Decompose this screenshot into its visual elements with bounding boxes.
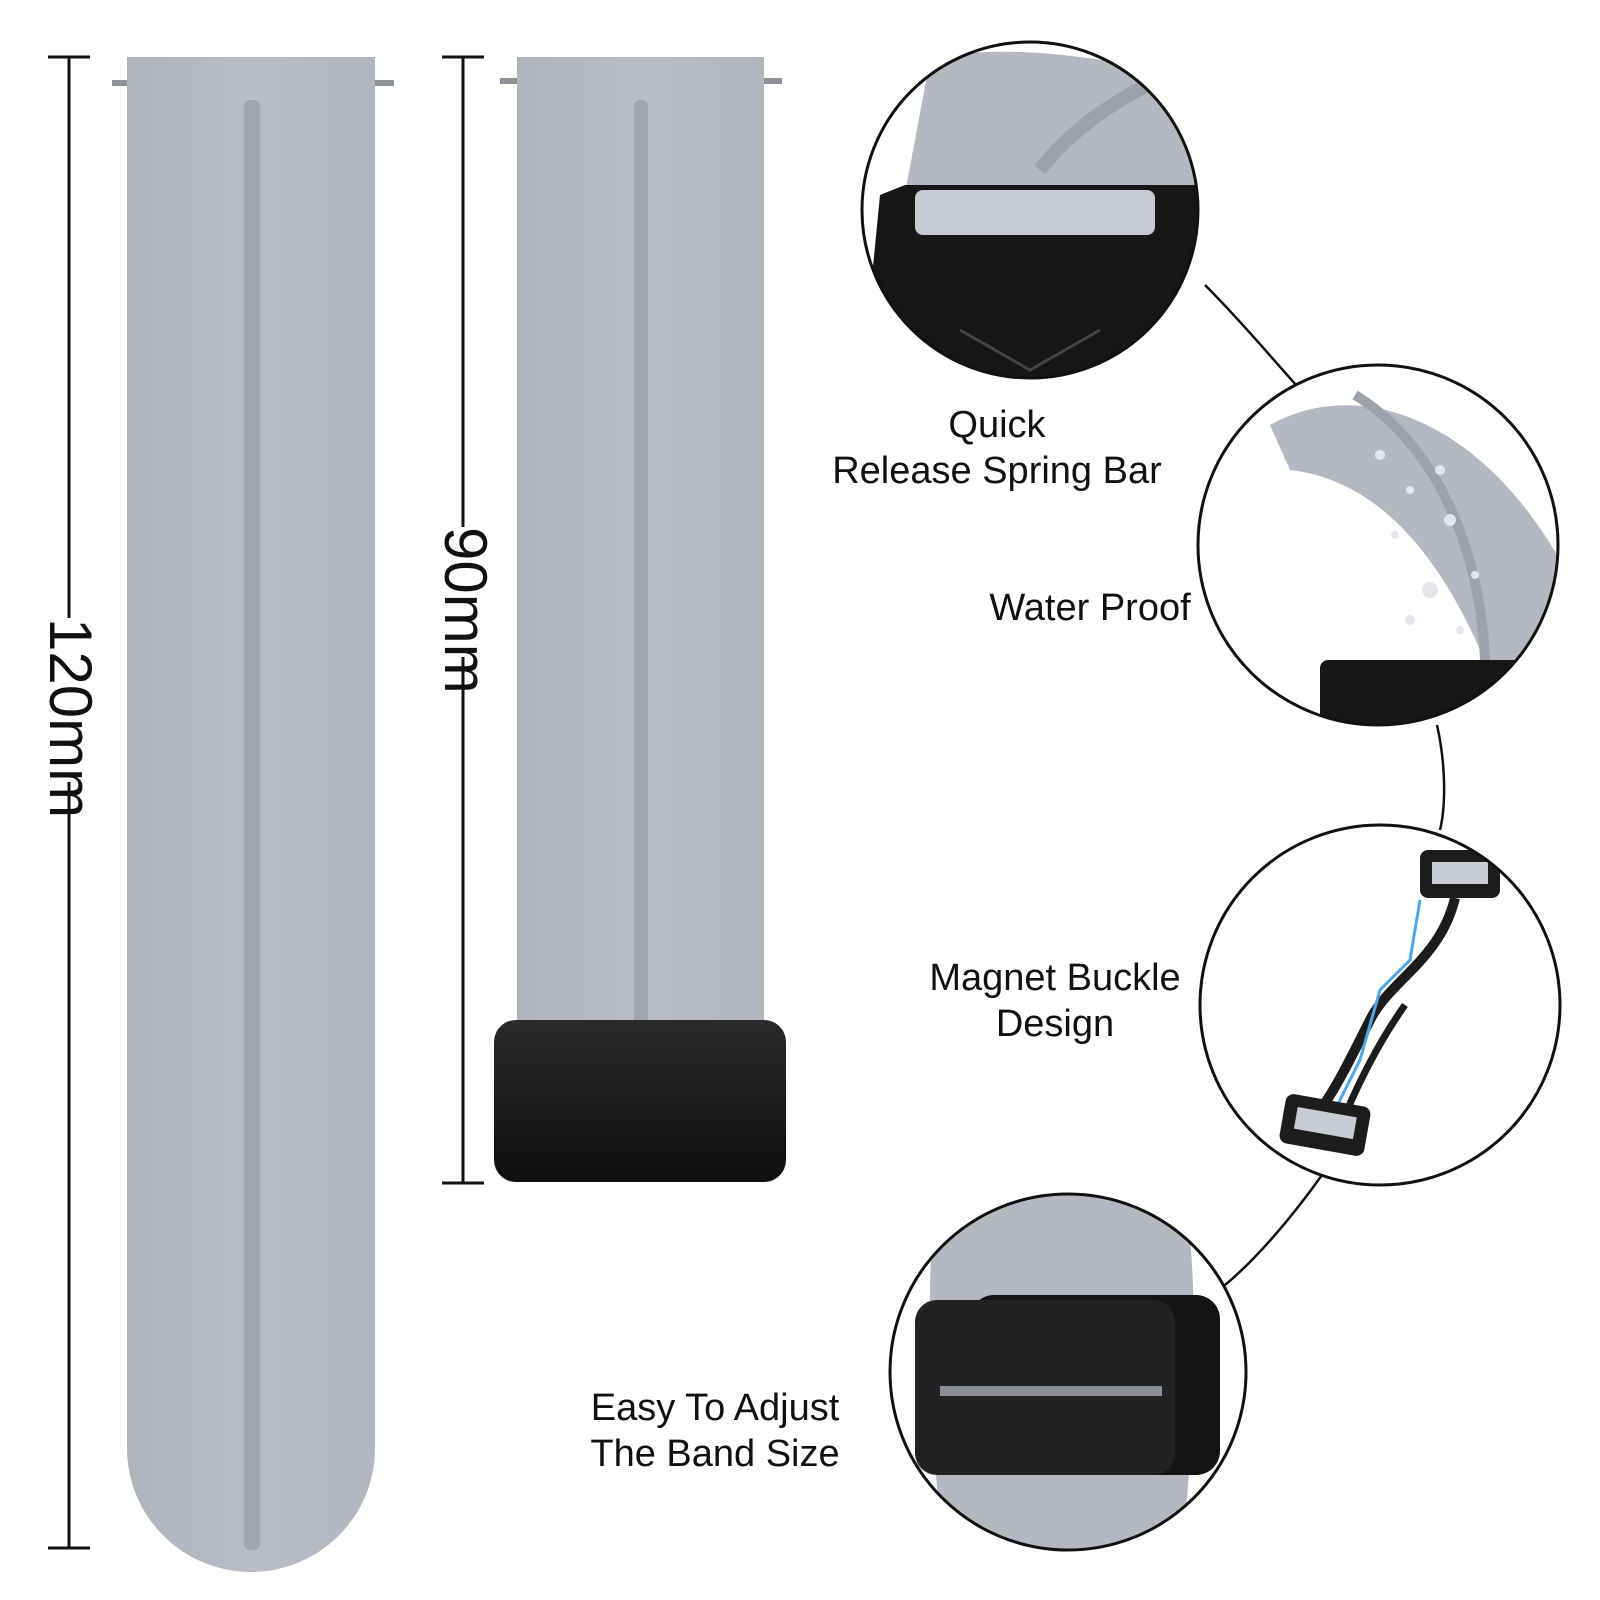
long-strap (112, 57, 394, 1572)
feature-label-line: Design (995, 1003, 1115, 1045)
short-strap-groove (634, 100, 648, 1030)
long-strap-groove (244, 100, 260, 1550)
feature-label-line: Quick (948, 404, 1046, 446)
feature-label-water-proof: Water Proof (970, 585, 1210, 631)
feature-label-line: Release Spring Bar (832, 450, 1162, 492)
feature-label-line: The Band Size (590, 1433, 840, 1475)
feature-label-line: Magnet Buckle (929, 957, 1181, 999)
feature-label-magnet-buckle: Magnet Buckle Design (900, 955, 1210, 1047)
feature-label-line: Easy To Adjust (590, 1387, 840, 1429)
feature-label-easy-adjust: Easy To Adjust The Band Size (565, 1385, 865, 1477)
easy-adjust-detail (888, 1192, 1248, 1552)
short-strap (494, 57, 786, 1182)
feature-label-quick-release: Quick Release Spring Bar (800, 402, 1194, 494)
feature-label-line: Water Proof (989, 587, 1191, 629)
quick-release-detail (860, 40, 1200, 380)
water-proof-detail (1196, 363, 1560, 727)
magnet-buckle-detail (1198, 823, 1562, 1187)
short-strap-length-label: 90mm (432, 527, 499, 694)
short-strap-buckle (494, 1020, 786, 1182)
long-strap-dimension-line (48, 55, 90, 1550)
long-strap-length-label: 120mm (37, 618, 104, 819)
